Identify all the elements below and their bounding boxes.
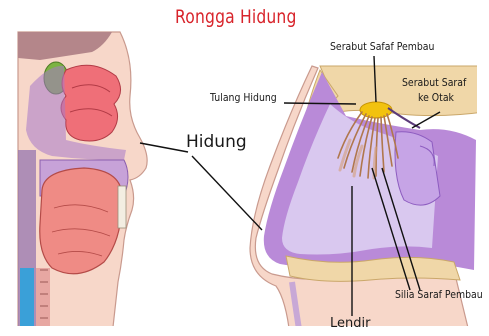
label-tulang-hidung: Tulang Hidung [210, 91, 277, 104]
nasal-turbinates [61, 65, 121, 141]
pointer-hidung-2 [192, 156, 262, 230]
label-silia-saraf-pembau: Silia Saraf Pembau [395, 288, 483, 301]
pointer-tulang [284, 103, 356, 104]
pointer-hidung [140, 143, 188, 152]
teeth [118, 186, 126, 228]
label-serabut-saraf-ke-otak-line1: Serabut Saraf [402, 76, 466, 89]
label-serabut-saraf-pembau: Serabut Safaf Pembau [330, 40, 434, 53]
cranial-bone [320, 66, 484, 116]
trachea [20, 268, 34, 336]
label-lendir: Lendir [330, 316, 370, 331]
diagram-title: Rongga Hidung [175, 6, 297, 28]
label-serabut-saraf-ke-otak-line2: ke Otak [418, 91, 454, 104]
label-hidung: Hidung [186, 132, 247, 152]
head-cross-section [18, 32, 147, 336]
